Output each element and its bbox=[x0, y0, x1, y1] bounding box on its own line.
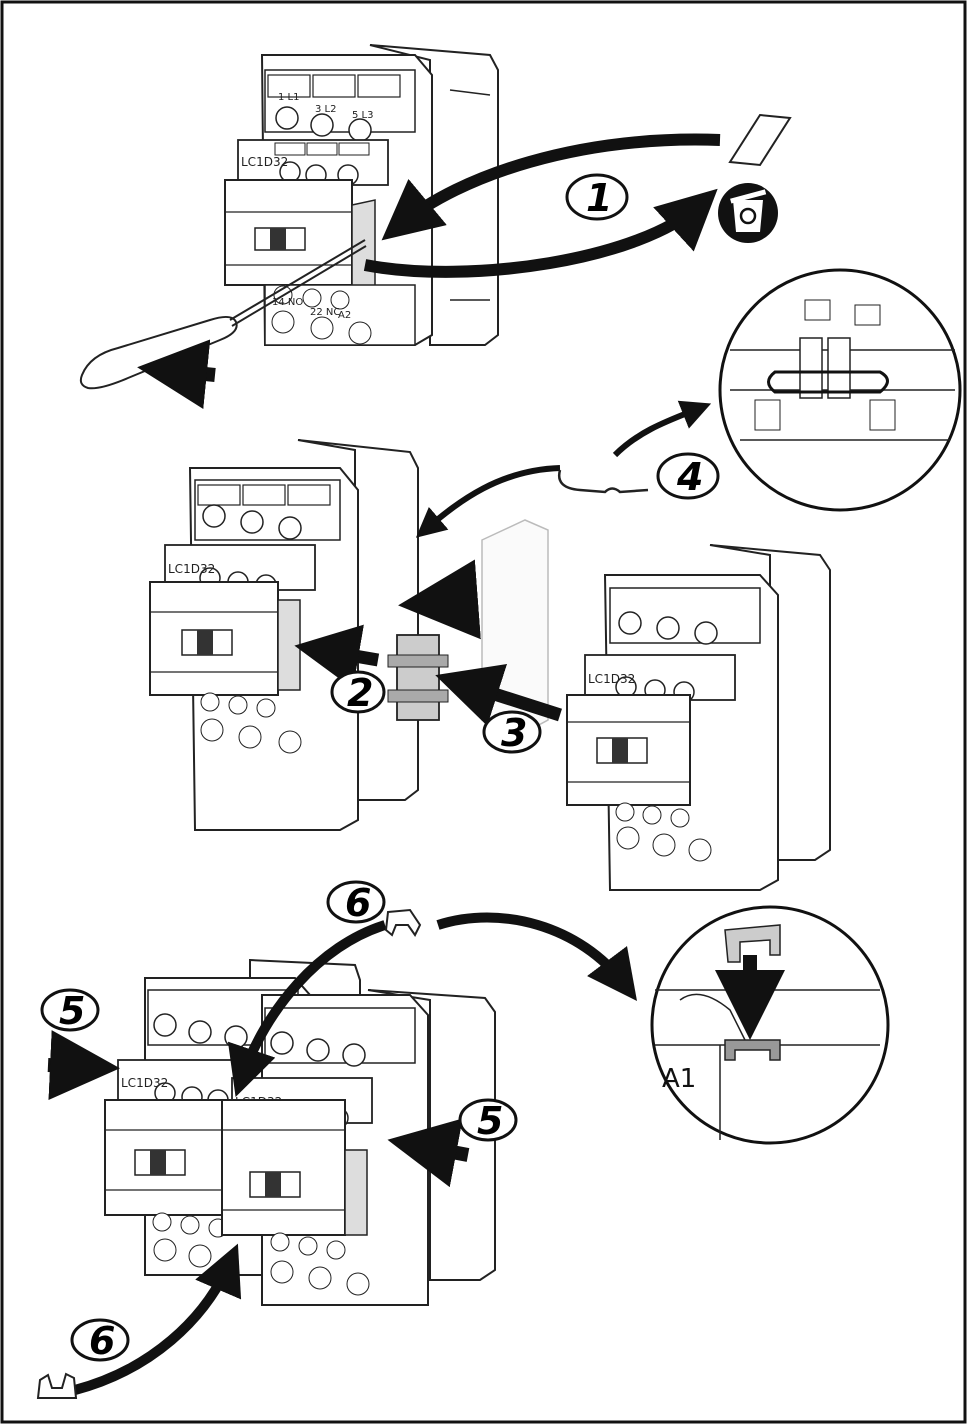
step-2-label: 2 bbox=[330, 670, 386, 715]
clip-part-top bbox=[384, 908, 422, 937]
step-5-left-label: 5 bbox=[40, 988, 100, 1033]
svg-text:3: 3 bbox=[501, 711, 527, 755]
step-6-bottom-arrow bbox=[73, 1243, 242, 1395]
model-label: LC1D32 bbox=[121, 1076, 168, 1090]
svg-text:4: 4 bbox=[676, 455, 703, 499]
model-label: LC1D32 bbox=[588, 672, 635, 686]
step-3-label: 3 bbox=[482, 710, 542, 755]
step-1-label: 1 bbox=[565, 173, 629, 221]
insert-arrow bbox=[381, 133, 721, 241]
remove-arrow bbox=[363, 188, 718, 278]
step-5-right-arrow bbox=[387, 1118, 470, 1188]
svg-text:5: 5 bbox=[59, 989, 85, 1033]
svg-text:6: 6 bbox=[345, 881, 371, 925]
svg-text:1: 1 bbox=[586, 176, 612, 220]
detail-circle-a1: A1 bbox=[650, 905, 890, 1145]
plate-part bbox=[728, 113, 792, 167]
detail-circle-4 bbox=[718, 268, 962, 512]
terminal-label: 3 L2 bbox=[315, 104, 336, 115]
step-6-bottom-label: 6 bbox=[70, 1318, 130, 1363]
svg-text:5: 5 bbox=[477, 1099, 503, 1143]
clip-part-bottom bbox=[36, 1372, 78, 1399]
recycle-bin-icon bbox=[718, 183, 778, 243]
terminal-label: A2 bbox=[338, 310, 351, 321]
contactor-3-right: LC1D32 bbox=[221, 994, 429, 1306]
interlock-module bbox=[387, 634, 449, 721]
step-4-detail-arrow bbox=[612, 400, 712, 458]
detail-label: A1 bbox=[662, 1064, 696, 1094]
model-label: LC1D32 bbox=[241, 155, 288, 169]
step-4-arrow bbox=[415, 465, 561, 538]
step-3-arrow bbox=[435, 663, 562, 726]
step-5-left-arrow bbox=[47, 1030, 120, 1101]
terminal-label: 14 NO bbox=[272, 297, 303, 308]
model-label: LC1D32 bbox=[168, 562, 215, 576]
svg-text:2: 2 bbox=[347, 671, 373, 715]
terminal-label: 22 NC bbox=[310, 307, 340, 318]
step-6-top-arrow bbox=[227, 920, 387, 1097]
contactor-2-right: LC1D32 bbox=[566, 544, 831, 891]
contactor-2-left: LC1D32 bbox=[149, 439, 419, 831]
clip-part bbox=[557, 469, 649, 494]
step-6-detail-arrow bbox=[436, 912, 638, 1001]
terminal-label: 1 L1 bbox=[278, 92, 299, 103]
terminal-label: 5 L3 bbox=[352, 110, 373, 121]
step-4-label: 4 bbox=[656, 452, 720, 500]
step-2-arrow bbox=[294, 624, 380, 689]
step-6-top-label: 6 bbox=[326, 880, 386, 925]
step-5-right-label: 5 bbox=[458, 1098, 518, 1143]
pull-arrow bbox=[137, 339, 216, 410]
ghost-arrow bbox=[398, 559, 481, 640]
svg-text:6: 6 bbox=[89, 1319, 115, 1363]
